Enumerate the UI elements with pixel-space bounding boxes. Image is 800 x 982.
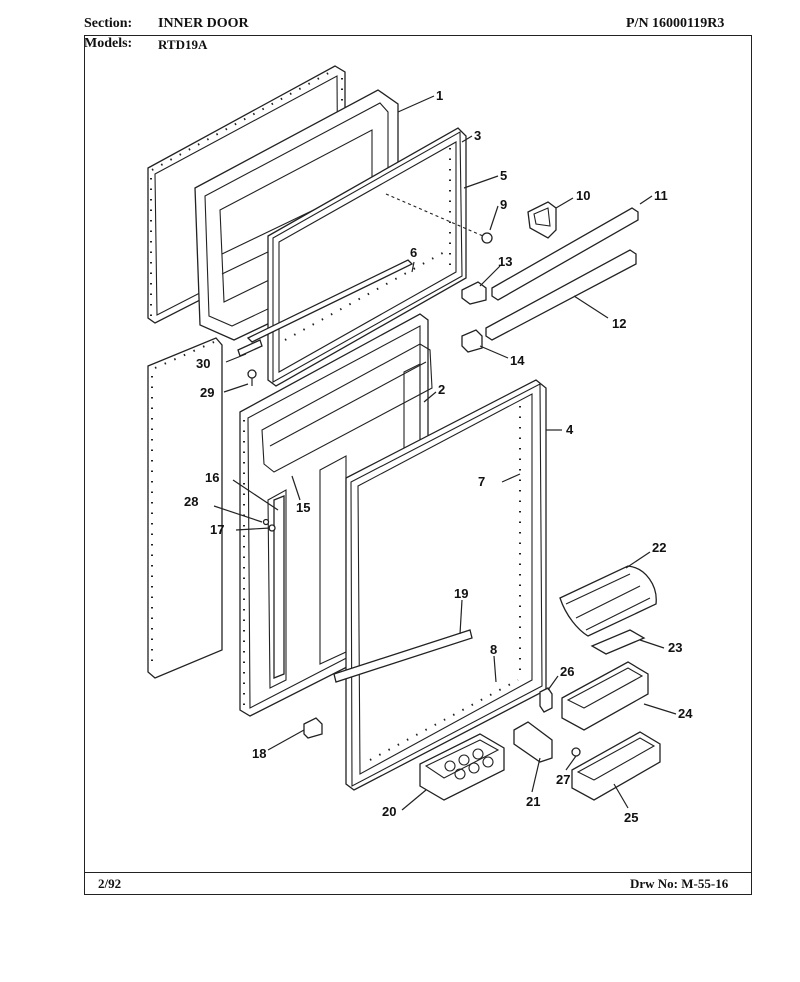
callout-8: 8 bbox=[490, 642, 497, 657]
callout-17: 17 bbox=[210, 522, 224, 537]
strip-30 bbox=[237, 339, 263, 357]
dairy-cover-22 bbox=[559, 565, 657, 637]
footer-rule bbox=[84, 872, 752, 873]
diagram-frame bbox=[84, 35, 752, 895]
strip-19 bbox=[333, 629, 473, 683]
callout-22: 22 bbox=[652, 540, 666, 555]
clip-18 bbox=[303, 717, 323, 739]
lower-door-panel bbox=[147, 337, 223, 679]
footer-date: 2/92 bbox=[98, 876, 122, 891]
callout-3: 3 bbox=[474, 128, 481, 143]
screw-29 bbox=[247, 369, 257, 386]
callout-4: 4 bbox=[566, 422, 574, 437]
upper-gasket-frame bbox=[267, 127, 467, 387]
section-value: INNER DOOR bbox=[158, 16, 249, 31]
door-bin-24 bbox=[561, 661, 649, 731]
part-number: P/N 16000119R3 bbox=[626, 16, 725, 31]
callout-21: 21 bbox=[526, 794, 540, 809]
clip-13 bbox=[461, 281, 487, 305]
models-value: RTD19A bbox=[158, 37, 208, 52]
callout-27: 27 bbox=[556, 772, 570, 787]
callout-29: 29 bbox=[200, 385, 214, 400]
clip-14 bbox=[461, 329, 483, 353]
models-label: Models: bbox=[84, 36, 133, 51]
callout-30: 30 bbox=[196, 356, 210, 371]
callout-14: 14 bbox=[510, 353, 525, 368]
bracket-21 bbox=[513, 721, 553, 763]
section-label: Section: bbox=[84, 16, 133, 31]
door-bin-25 bbox=[571, 731, 661, 801]
callout-26: 26 bbox=[560, 664, 574, 679]
callout-10: 10 bbox=[576, 188, 590, 203]
strip-12 bbox=[485, 249, 637, 341]
callout-numbers: 1 2 3 4 5 6 7 8 9 10 11 12 13 14 15 16 1… bbox=[184, 88, 693, 825]
callout-12: 12 bbox=[612, 316, 626, 331]
leader-lines bbox=[213, 95, 677, 811]
egg-tray-20 bbox=[419, 733, 505, 801]
clip-27 bbox=[571, 747, 581, 757]
callout-2: 2 bbox=[438, 382, 445, 397]
callout-1: 1 bbox=[436, 88, 443, 103]
callout-24: 24 bbox=[678, 706, 693, 721]
strip-11 bbox=[491, 207, 639, 301]
callout-13: 13 bbox=[498, 254, 512, 269]
callout-25: 25 bbox=[624, 810, 638, 825]
callout-23: 23 bbox=[668, 640, 682, 655]
strip-6 bbox=[246, 259, 414, 343]
callout-6: 6 bbox=[410, 245, 417, 260]
lower-gasket-frame bbox=[345, 379, 547, 791]
bracket-10 bbox=[527, 201, 557, 239]
callout-15: 15 bbox=[296, 500, 310, 515]
callout-7: 7 bbox=[478, 474, 485, 489]
callout-19: 19 bbox=[454, 586, 468, 601]
tray-23 bbox=[590, 629, 646, 655]
callout-11: 11 bbox=[654, 188, 668, 203]
screw-9 bbox=[481, 232, 493, 244]
callout-18: 18 bbox=[252, 746, 266, 761]
callout-16: 16 bbox=[205, 470, 219, 485]
callout-5: 5 bbox=[500, 168, 507, 183]
bracket-26 bbox=[539, 687, 553, 713]
shelf-strip-16 bbox=[262, 495, 285, 679]
drawing-number: Drw No: M-55-16 bbox=[630, 876, 729, 891]
callout-28: 28 bbox=[184, 494, 198, 509]
callout-9: 9 bbox=[500, 197, 507, 212]
callout-20: 20 bbox=[382, 804, 396, 819]
